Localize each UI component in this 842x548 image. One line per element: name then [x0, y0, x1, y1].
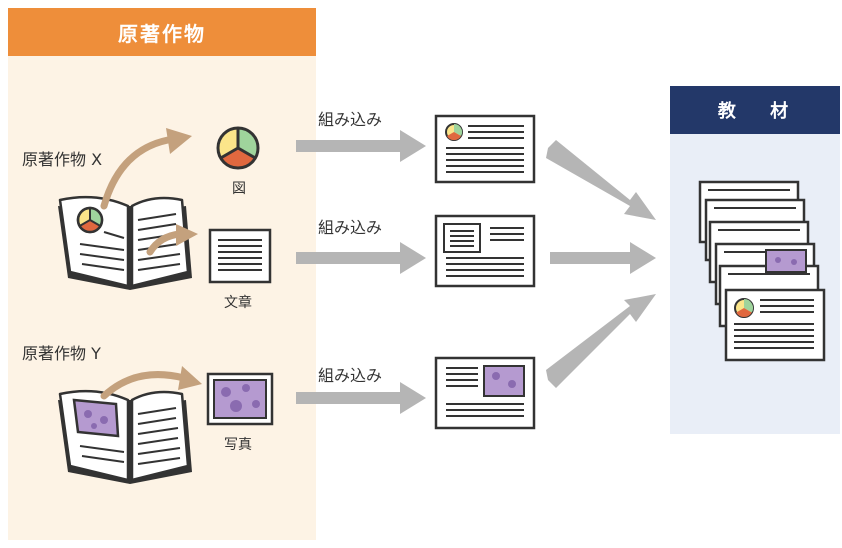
page-icon: [434, 356, 536, 430]
text-document-icon: [208, 228, 272, 284]
photo-thumbnail-icon: [72, 398, 120, 438]
flow-label-3: 組み込み: [318, 366, 383, 385]
page-icon: [434, 114, 536, 184]
figure-label: 図: [232, 181, 246, 197]
photo-icon: [206, 372, 274, 426]
text-label: 文章: [224, 295, 252, 311]
page-icon: [434, 214, 536, 288]
original-works-header: 原著作物: [8, 8, 316, 56]
open-book-icon: [58, 389, 192, 484]
photo-label: 写真: [224, 437, 252, 453]
pie-chart-icon: [76, 206, 104, 234]
teaching-materials-header: 教 材: [670, 86, 840, 134]
work-x-label: 原著作物 X: [22, 150, 103, 169]
flow-label-1: 組み込み: [318, 110, 383, 129]
stacked-pages-icon: [698, 180, 826, 362]
flow-arrows: [296, 130, 656, 414]
figure-pie-icon: [216, 126, 260, 170]
flow-label-2: 組み込み: [318, 218, 383, 237]
open-book-icon: [58, 195, 192, 290]
work-y-label: 原著作物 Y: [22, 344, 101, 363]
